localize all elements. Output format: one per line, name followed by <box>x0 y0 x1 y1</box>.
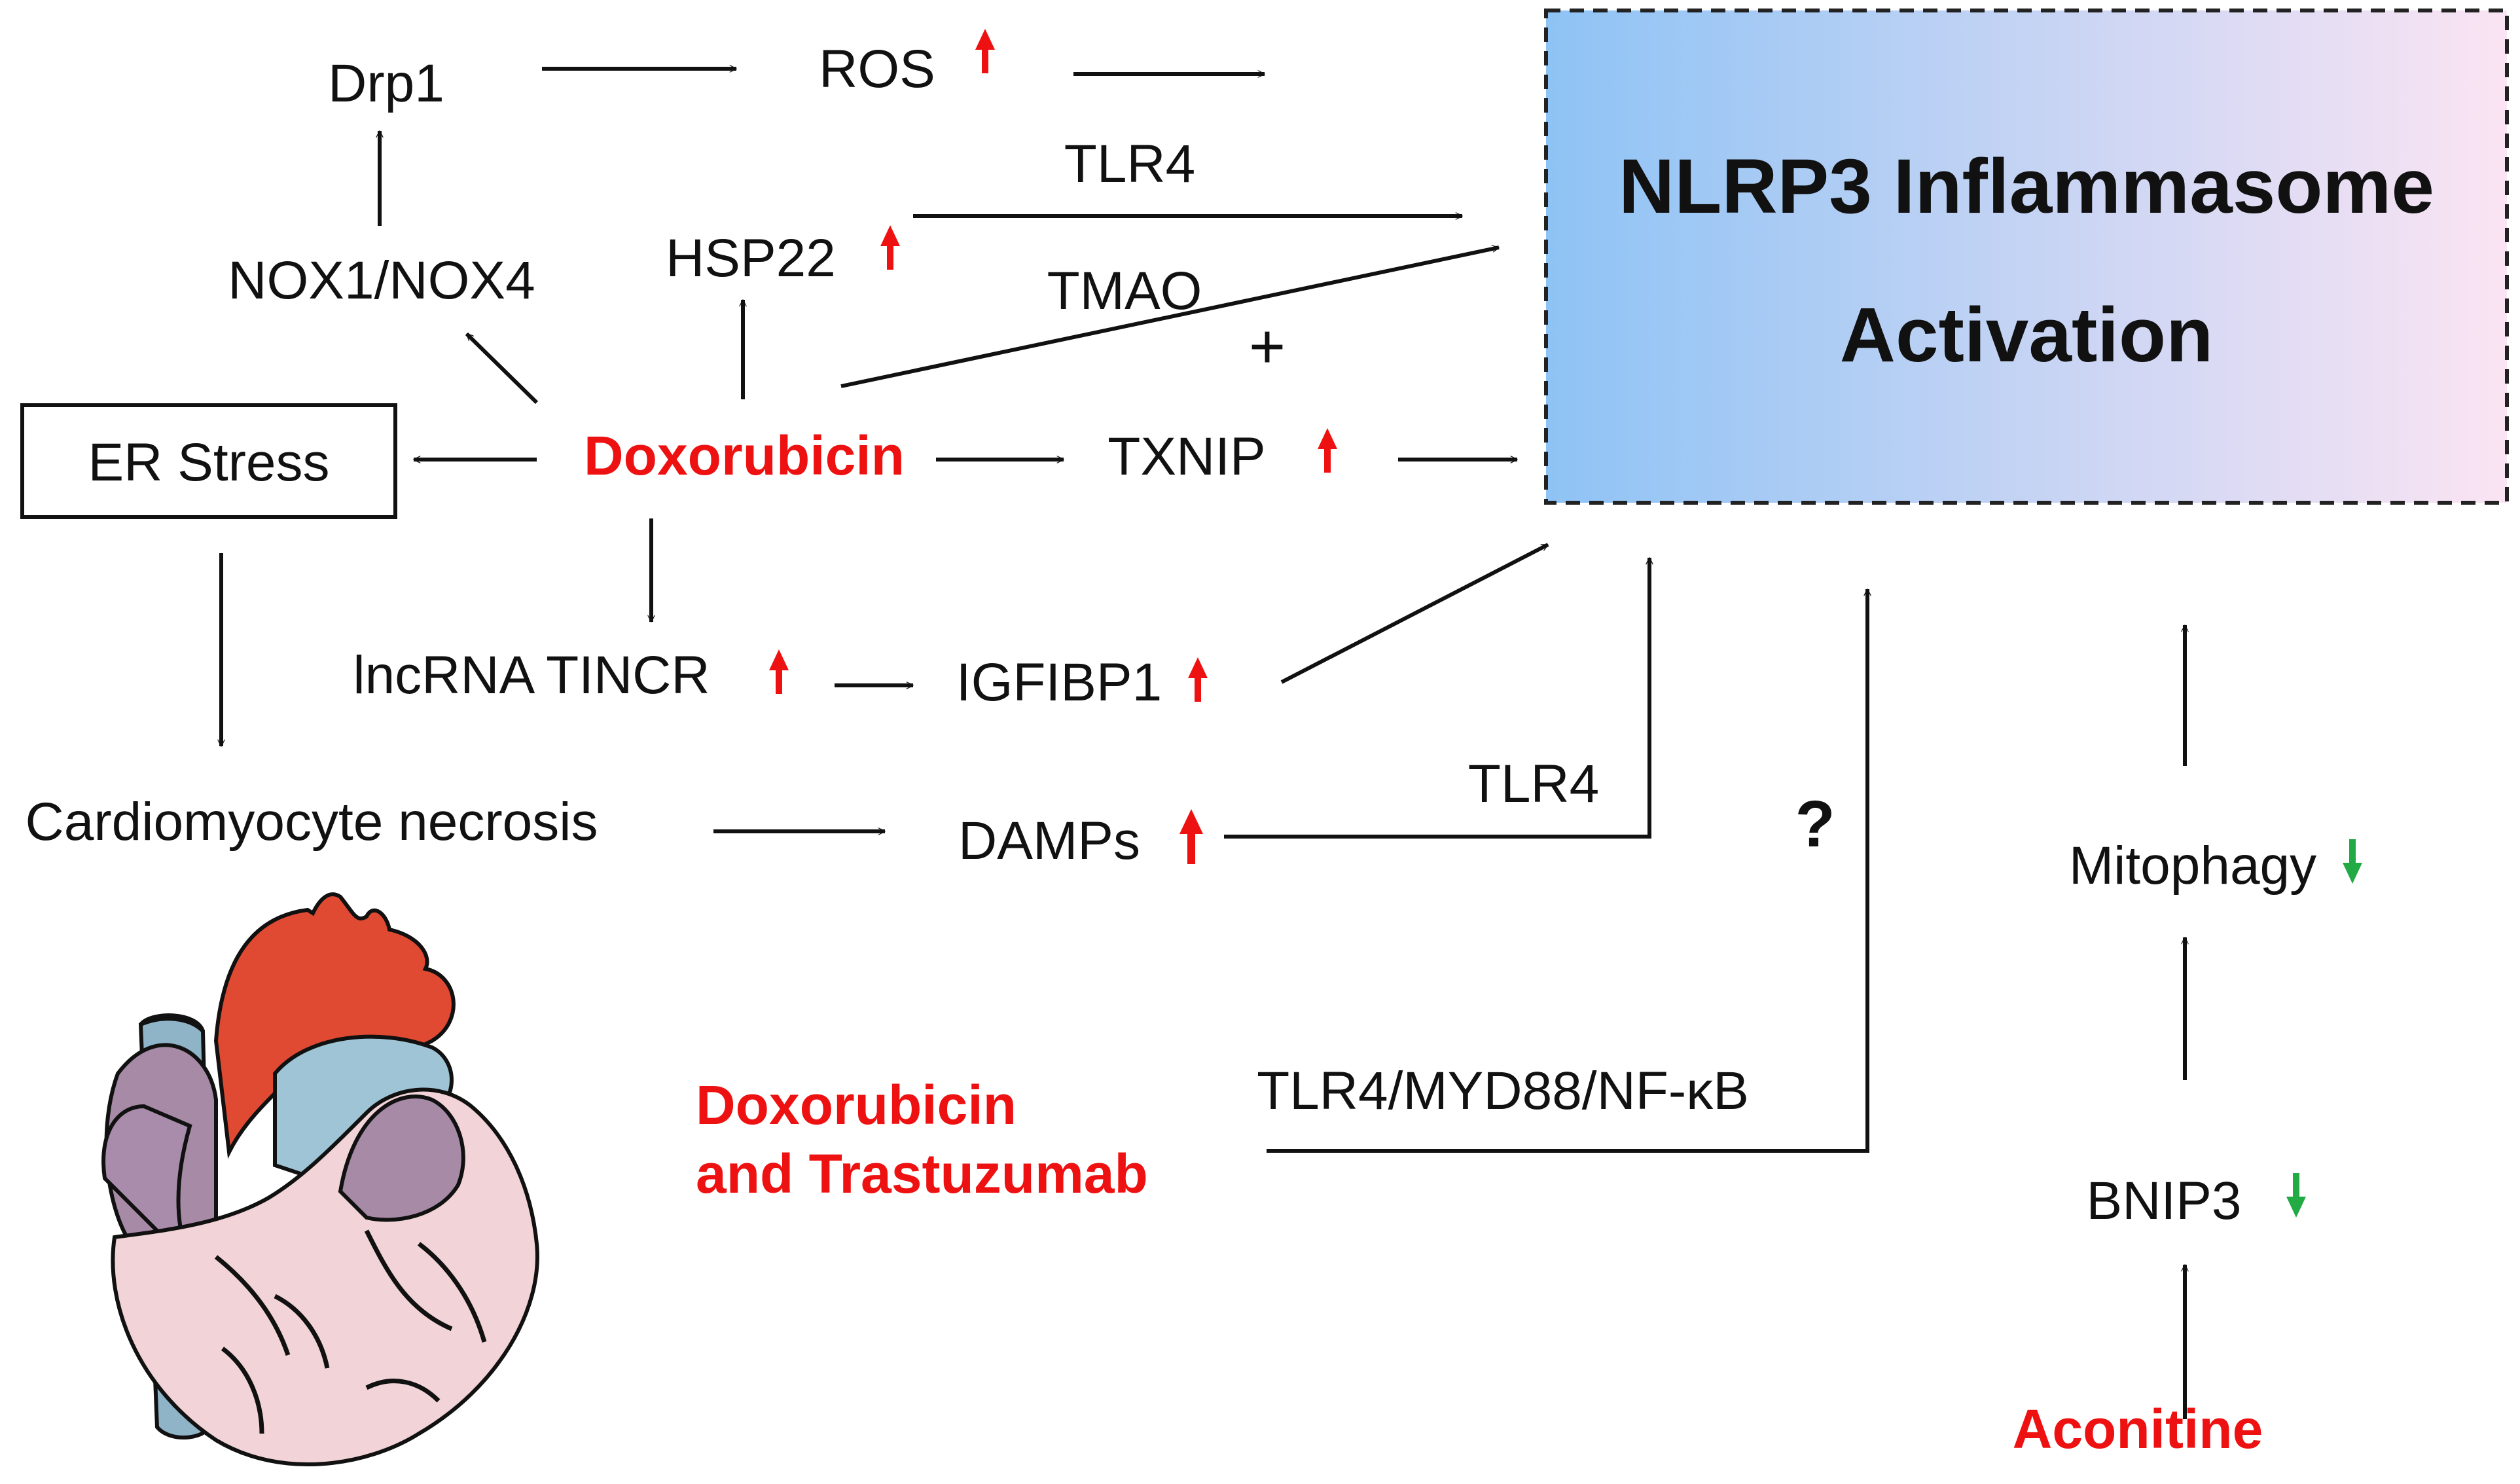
txnip-increase-icon <box>1318 428 1337 473</box>
tmao-edge-label: TMAO <box>1047 261 1202 321</box>
nlrp3-title-line2: Activation <box>1840 292 2213 378</box>
nlrp3-title-line1: NLRP3 Inflammasome <box>1619 143 2434 230</box>
doxorubicin-trastuzumab-line2: and Trastuzumab <box>696 1143 1148 1204</box>
unknown-mechanism-question-mark: ? <box>1795 787 1835 861</box>
mitophagy-decrease-icon <box>2343 839 2362 884</box>
hsp22-increase-icon <box>880 225 900 270</box>
tlr4-edge-label-damps: TLR4 <box>1468 754 1600 814</box>
nox1-nox4-label: NOX1/NOX4 <box>228 251 535 310</box>
doxorubicin-trastuzumab-line1: Doxorubicin <box>696 1074 1017 1136</box>
igfibp1-label: IGFIBP1 <box>956 653 1162 712</box>
damps-increase-icon <box>1179 809 1203 864</box>
er-stress-label: ER Stress <box>88 433 329 492</box>
ros-increase-icon <box>975 29 995 73</box>
hsp22-label: HSP22 <box>666 228 836 288</box>
bnip3-decrease-icon <box>2286 1173 2306 1218</box>
lncrna-increase-icon <box>769 649 789 694</box>
plus-sign: + <box>1249 312 1286 382</box>
txnip-label: TXNIP <box>1107 427 1265 486</box>
arrow-doxorubicin-trastuzumab-to-nlrp3 <box>1267 589 1867 1153</box>
mitophagy-label: Mitophagy <box>2069 836 2316 896</box>
lncrna-tincr-label: lncRNA TINCR <box>353 645 710 705</box>
arrow-doxorubicin-tmao-to-nlrp3 <box>840 247 1499 388</box>
bnip3-label: BNIP3 <box>2087 1171 2242 1231</box>
arrow-doxorubicin-to-nox <box>465 332 539 405</box>
arrow-damps-tlr4-to-nlrp3 <box>1224 558 1649 839</box>
aconitine-label: Aconitine <box>2013 1398 2263 1460</box>
tlr4-myd88-nfkb-label: TLR4/MYD88/NF-κB <box>1257 1061 1749 1121</box>
damps-label: DAMPs <box>958 811 1140 871</box>
igfibp1-increase-icon <box>1188 657 1208 702</box>
doxorubicin-label: Doxorubicin <box>584 425 905 486</box>
er-stress-box <box>20 403 397 519</box>
arrow-igfibp1-to-nlrp3 <box>1280 543 1548 684</box>
drp1-label: Drp1 <box>328 54 444 113</box>
tlr4-edge-label-top: TLR4 <box>1064 134 1196 194</box>
heart-illustration <box>101 892 539 1466</box>
ros-label: ROS <box>819 39 935 99</box>
cardiomyocyte-necrosis-label: Cardiomyocyte necrosis <box>26 792 598 852</box>
nlrp3-activation-box: NLRP3 Inflammasome Activation <box>1544 9 2509 505</box>
